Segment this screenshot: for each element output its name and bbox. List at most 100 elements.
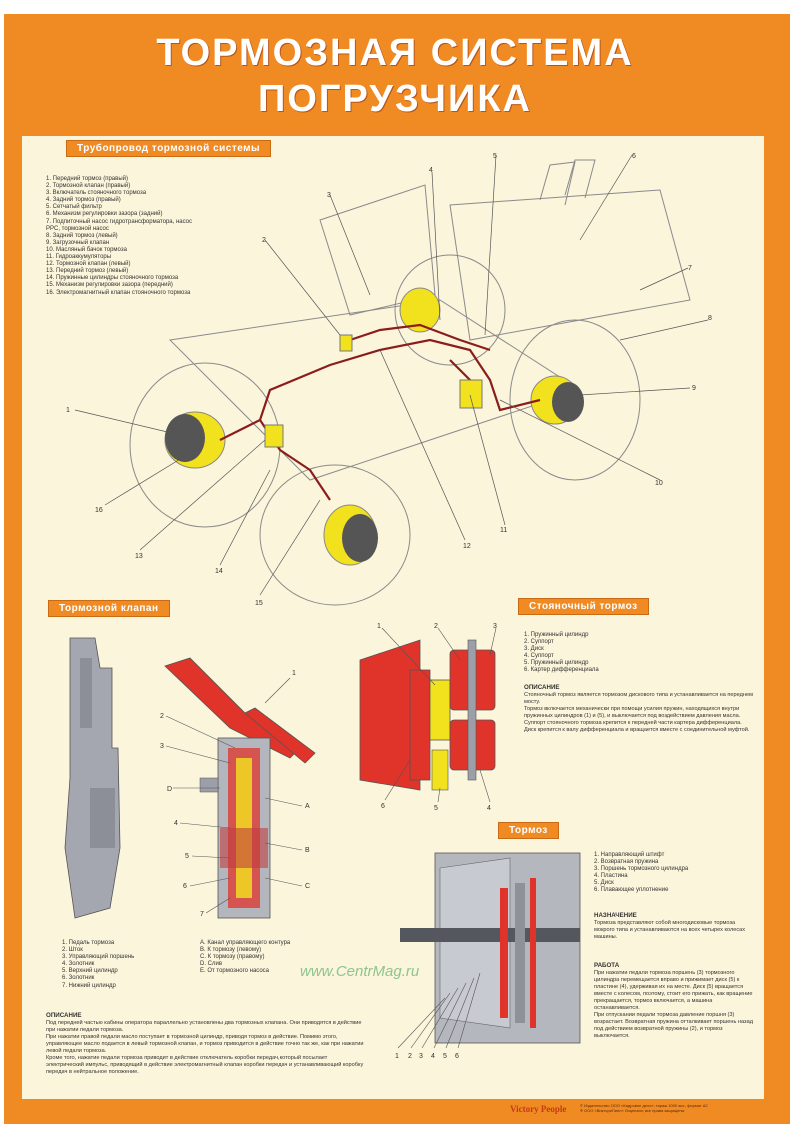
brake-work: При нажатии педали тормоза поршень (3) т…	[594, 970, 754, 1040]
callout-number: 4	[487, 805, 491, 812]
callout-number: 2	[160, 713, 164, 720]
footer-line: ® ООО «ВикториПипл» Лицензия; все права …	[580, 1108, 685, 1113]
list-item: 6. Картер дифференциала	[524, 667, 599, 674]
list-item: 15. Механизм регулировки зазора (передни…	[46, 282, 173, 289]
list-item: 3. Управляющий поршень	[62, 954, 135, 961]
pipeline-parts-list: 1. Передний тормоз (правый)2. Тормозной …	[46, 176, 192, 297]
list-item: 1. Направляющий штифт	[594, 852, 665, 858]
list-item: 6. Плавающее уплотнение	[594, 887, 669, 894]
brake-section-label: Тормоз	[498, 822, 559, 839]
parking-brake-diagram: 1 2 3 6 5 4	[359, 623, 497, 812]
callout-number: 7	[688, 265, 692, 272]
paragraph: Кроме того, нажатие педали тормоза приво…	[46, 1055, 364, 1075]
list-item: 5. Пружинный цилиндр	[524, 660, 589, 667]
list-item: PPC, тормозной насос	[46, 225, 109, 232]
list-item: 2. Шток	[62, 947, 83, 954]
callout-number: C	[305, 883, 310, 890]
brake-purpose-heading: НАЗНАЧЕНИЕ	[594, 912, 637, 919]
loader-pipeline-diagram: 1 2 3 4 5 6 7 8 9 10 11 12 13 14 15 16	[66, 153, 712, 607]
engine-hood-outline	[449, 189, 691, 341]
list-item: 1. Пружинный цилиндр	[524, 632, 589, 638]
callout-number: 10	[655, 480, 663, 487]
list-item: 10. Масляный бачок тормоза	[46, 246, 127, 253]
callout-number: 12	[463, 543, 471, 550]
list-item: 5. Диск	[594, 880, 614, 887]
list-item: 14. Пружинные цилиндры стояночного тормо…	[46, 275, 179, 282]
paragraph: Под передней частью кабины оператора пар…	[46, 1020, 362, 1033]
callout-number: 6	[632, 153, 636, 160]
callout-number: 1	[292, 670, 296, 677]
callout-number: 4	[431, 1053, 435, 1060]
list-item: 3. Диск	[524, 646, 544, 653]
callout-number: 3	[327, 192, 331, 199]
brake-valve-diagram: 1 2 3 D 4 5 7 A B C 6	[64, 637, 316, 919]
callout-number: B	[305, 847, 310, 854]
list-item: D. Слив	[200, 961, 223, 968]
valves	[264, 334, 483, 448]
pipeline-callouts: 1 2 3 4 5 6 7 8 9 10 11 12 13 14 15 16	[66, 153, 712, 607]
callout-number: 14	[215, 568, 223, 575]
callout-number: 6	[183, 883, 187, 890]
spring-cylinder	[429, 679, 451, 741]
list-item: 13. Передний тормоз (левый)	[46, 268, 129, 275]
callout-number: 5	[434, 805, 438, 812]
callout-number: 3	[419, 1053, 423, 1060]
list-item: 1. Педаль тормоза	[62, 940, 115, 946]
paragraph: Суппорт стояночного тормоза крепится к п…	[524, 720, 742, 726]
brake-purpose: Тормоза представляют собой многодисковые…	[594, 920, 746, 940]
callout-number: 5	[443, 1053, 447, 1060]
list-item: 6. Золотник	[62, 975, 95, 982]
list-item: 4. Задний тормоз (правый)	[46, 197, 121, 204]
list-item: 7. Нижний цилиндр	[62, 982, 116, 989]
watermark: www.CentrMag.ru	[300, 963, 420, 980]
footer-imprint: © Издательство ООО «Кадровое дело»; тира…	[580, 1103, 770, 1113]
list-item: 5. Верхний цилиндр	[62, 968, 118, 975]
poster-content-area	[22, 136, 764, 1099]
brake-valve-description-heading: ОПИСАНИЕ	[46, 1012, 82, 1019]
brake-valve-callouts: 1 2 3 D 4 5 7 A B C 6	[160, 670, 310, 918]
callout-number: 13	[135, 553, 143, 560]
brake-callouts: 1 2 3 4 5 6	[395, 1053, 459, 1060]
callout-number: 15	[255, 600, 263, 607]
parking-brake-description-heading: ОПИСАНИЕ	[524, 684, 560, 691]
list-item: 3. Поршень тормозного цилиндра	[594, 866, 689, 873]
callout-number: A	[305, 803, 310, 810]
valve-housing-side	[64, 637, 121, 919]
callout-number: 9	[692, 385, 696, 392]
callout-number: 3	[160, 743, 164, 750]
parking-brake-description: Стояночный тормоз является тормозом диск…	[524, 692, 754, 734]
wheel-rear-left	[394, 254, 506, 366]
list-item: 9. Загрузочный клапан	[46, 239, 110, 246]
callout-number: 2	[434, 623, 438, 630]
brake-diagram: 1 2 3 4 5 6	[395, 852, 581, 1060]
list-item: 11. Гидроаккумуляторы	[46, 254, 112, 261]
parking-brake-section-label: Стояночный тормоз	[518, 598, 649, 615]
callout-number: 4	[174, 820, 178, 827]
page-title: ТОРМОЗНАЯ СИСТЕМА ПОГРУЗЧИКА	[30, 30, 760, 122]
differential-housing	[359, 639, 421, 791]
paragraph: При нажатии педали тормоза поршень (3) т…	[594, 970, 753, 1011]
callout-number: 1	[377, 623, 381, 630]
list-item: 4. Золотник	[62, 961, 95, 968]
list-item: E. От тормозного насоса	[200, 968, 270, 975]
paragraph: При отпускании педали тормоза давление п…	[594, 1012, 753, 1039]
brake-valve-section-label: Тормозной клапан	[48, 600, 170, 617]
list-item: 2. Тормозной клапан (правый)	[46, 183, 131, 190]
list-item: B. К тормозу (левому)	[200, 947, 262, 954]
title-line-1: ТОРМОЗНАЯ СИСТЕМА	[156, 32, 634, 74]
callout-number: 6	[381, 803, 385, 810]
brake-work-heading: РАБОТА	[594, 962, 620, 969]
callout-number: 5	[185, 853, 189, 860]
list-item: 1. Передний тормоз (правый)	[46, 176, 128, 182]
callout-number: 11	[500, 527, 507, 534]
disc	[467, 639, 477, 781]
footer-line: © Издательство ООО «Кадровое дело»; тира…	[580, 1103, 708, 1108]
callout-number: D	[167, 786, 172, 793]
list-item: 6. Механизм регулировки зазора (задний)	[46, 211, 163, 218]
paragraph: Диск крепится к валу дифференциала и вра…	[524, 727, 750, 733]
publisher-brand: Victory People	[510, 1104, 567, 1114]
list-item: A. Канал управляющего контура	[200, 940, 291, 946]
callout-number: 1	[395, 1053, 399, 1060]
